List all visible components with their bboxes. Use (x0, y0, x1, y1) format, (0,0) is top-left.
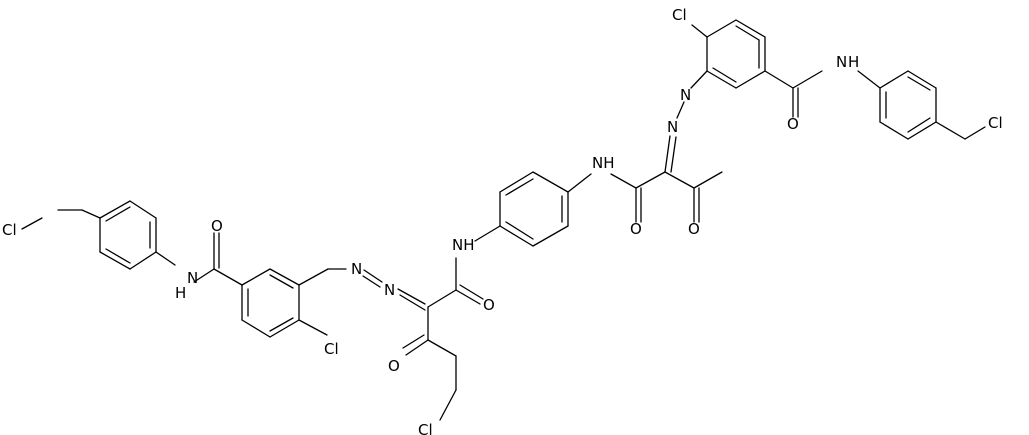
atom-label-n: N (836, 53, 847, 71)
atom-label-o: O (483, 296, 495, 314)
atom-label-cl: Cl (418, 421, 433, 435)
atom-label-cl: Cl (2, 221, 17, 239)
atom-label-h: H (848, 53, 859, 71)
atom-label-n: N (680, 86, 691, 104)
atom-label-n: N (667, 118, 678, 136)
atom-label-n: N (351, 260, 362, 278)
atom-label-o: O (211, 217, 223, 235)
atom-label-o: O (388, 357, 400, 375)
atom-label-n: N (384, 281, 395, 299)
atom-label-o: O (787, 115, 799, 133)
atom-label-cl: Cl (324, 340, 339, 358)
atom-label-nh: NH (592, 154, 615, 172)
atom-label-o: O (630, 220, 642, 238)
atom-labels: Cl N H O Cl O Cl O NH NH O O Cl N H O Cl… (2, 6, 1003, 435)
atom-label-nh: NH (452, 236, 475, 254)
atom-label-h: H (175, 284, 186, 302)
atom-label-n: N (187, 269, 198, 287)
atom-label-o: O (688, 220, 700, 238)
bond-lines (21, 19, 986, 421)
atom-label-cl: Cl (988, 114, 1003, 132)
atom-label-cl: Cl (672, 6, 687, 24)
